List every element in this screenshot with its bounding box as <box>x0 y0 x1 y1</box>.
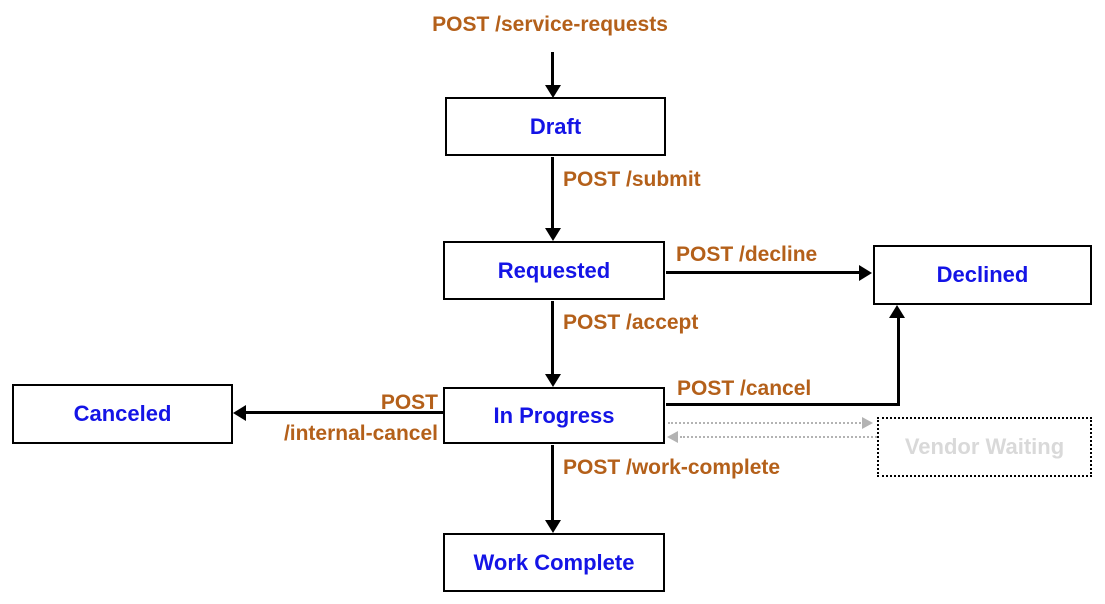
arrow-head-left-icon <box>667 431 678 443</box>
node-canceled: Canceled <box>12 384 233 444</box>
node-in-progress: In Progress <box>443 387 665 444</box>
arrow-shaft <box>551 157 554 229</box>
node-work-complete-label: Work Complete <box>473 549 635 575</box>
arrow-shaft <box>551 445 554 521</box>
arrow-head-up-icon <box>889 305 905 318</box>
node-requested: Requested <box>443 241 665 300</box>
edge-label-decline: POST /decline <box>676 243 818 266</box>
node-requested-label: Requested <box>497 257 611 283</box>
arrow-shaft <box>666 403 900 406</box>
node-declined: Declined <box>873 245 1092 305</box>
arrow-shaft <box>666 271 860 274</box>
arrow-shaft <box>551 52 554 86</box>
edge-label-internal-cancel-line2: /internal-cancel <box>283 422 438 445</box>
arrow-head-down-icon <box>545 228 561 241</box>
arrow-head-down-icon <box>545 85 561 98</box>
arrow-head-right-icon <box>862 417 873 429</box>
arrow-shaft <box>246 411 443 414</box>
dotted-arrow-shaft <box>680 436 877 438</box>
edge-label-work-complete: POST /work-complete <box>563 456 781 479</box>
node-declined-label: Declined <box>936 262 1029 287</box>
edge-label-submit: POST /submit <box>563 168 701 191</box>
edge-label-internal-cancel-line1: POST <box>380 391 438 414</box>
arrow-shaft <box>897 316 900 406</box>
node-canceled-label: Canceled <box>73 401 172 426</box>
node-draft: Draft <box>445 97 666 156</box>
arrow-head-left-icon <box>233 405 246 421</box>
edge-label-accept: POST /accept <box>563 311 699 334</box>
node-vendor-waiting: Vendor Waiting <box>877 417 1092 477</box>
edge-label-cancel: POST /cancel <box>677 377 812 400</box>
edge-label-internal-cancel: POST /internal-cancel <box>250 387 438 449</box>
arrow-head-right-icon <box>859 265 872 281</box>
node-work-complete: Work Complete <box>443 533 665 592</box>
node-draft-label: Draft <box>529 113 582 139</box>
edge-label-service-requests: POST /service-requests <box>432 13 668 36</box>
arrow-shaft <box>551 301 554 375</box>
node-vendor-waiting-label: Vendor Waiting <box>904 434 1065 459</box>
dotted-arrow-shaft <box>668 422 864 424</box>
arrow-head-down-icon <box>545 374 561 387</box>
node-in-progress-label: In Progress <box>493 402 615 428</box>
arrow-head-down-icon <box>545 520 561 533</box>
